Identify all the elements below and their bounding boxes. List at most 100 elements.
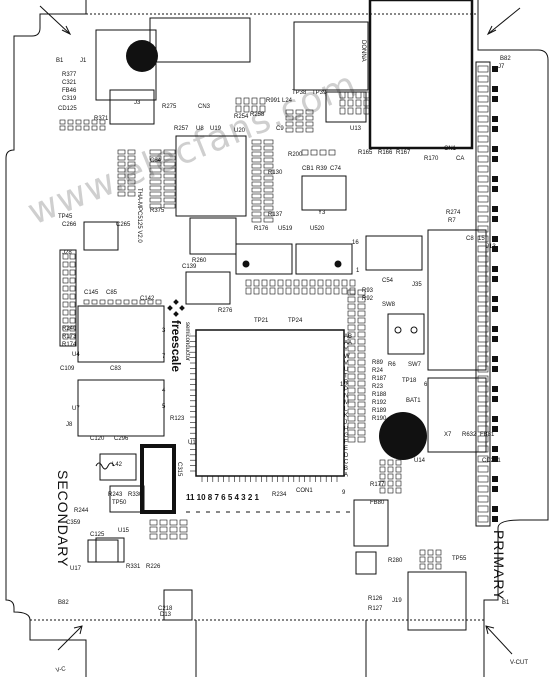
passive-pad — [347, 345, 356, 352]
passive-pad — [149, 519, 158, 526]
hdr-pin-16: 16 — [352, 240, 359, 246]
cpu-ball-letter: D — [344, 453, 349, 459]
cpu-ball-letter: R — [344, 380, 349, 386]
passive-pad — [149, 533, 158, 540]
label-d13: D13 — [160, 612, 172, 618]
label-c54: C54 — [382, 278, 394, 284]
j7-pad — [492, 126, 498, 132]
passive-pad — [159, 519, 168, 526]
passive-pad — [339, 91, 346, 99]
j7-pin — [477, 245, 489, 253]
inner-bottom-frame — [195, 620, 367, 677]
label-c9: C9 — [276, 126, 284, 132]
passive-pad — [149, 191, 162, 197]
j7-pin — [477, 375, 489, 383]
label-r258: R258 — [250, 112, 265, 118]
j7-pin — [477, 365, 489, 373]
passive-pad — [347, 317, 356, 324]
passive-pad — [379, 480, 386, 487]
label-j13: J13 — [486, 244, 496, 250]
hdr-pin-15: 15 — [478, 236, 485, 242]
j7-pad — [492, 516, 498, 522]
j7-pad — [492, 86, 498, 92]
passive-pad — [285, 279, 292, 287]
passive-pad — [295, 121, 304, 127]
j7-pin — [477, 65, 489, 73]
passive-pad — [347, 289, 356, 296]
j28-pin — [69, 277, 76, 284]
label-r127: R127 — [368, 606, 383, 612]
passive-pad — [99, 119, 106, 125]
passive-pad — [357, 289, 366, 296]
label-c319: C319 — [62, 96, 77, 102]
label-r187: R187 — [372, 376, 387, 382]
j7-pad — [492, 236, 498, 242]
label-c139: C139 — [182, 264, 197, 270]
passive-pad — [253, 287, 260, 295]
passive-pad — [149, 197, 162, 203]
j7-pin — [477, 115, 489, 123]
passive-pad — [179, 526, 188, 533]
j7-pin — [477, 225, 489, 233]
label-board-rev: THA-MPC5125 V2.0 — [136, 188, 142, 243]
passive-pad — [263, 175, 274, 181]
j7-pin — [477, 485, 489, 493]
j7-pad — [492, 366, 498, 372]
label-cn1: CN1 — [444, 146, 457, 152]
passive-pad — [99, 125, 106, 131]
passive-pad — [333, 287, 340, 295]
passive-pad — [251, 175, 262, 181]
j7-pad — [492, 446, 498, 452]
passive-pad — [159, 526, 168, 533]
label-r331: R331 — [126, 564, 141, 570]
label-c321: C321 — [62, 80, 77, 86]
passive-pad — [261, 279, 268, 287]
j7-pin — [477, 495, 489, 503]
passive-pad — [127, 179, 136, 185]
j7-pin — [477, 155, 489, 163]
label-j1: J1 — [80, 58, 87, 64]
j7-pad — [492, 456, 498, 462]
passive-pad — [357, 436, 366, 443]
cpu-ball-letter: B — [344, 466, 348, 472]
passive-pad — [347, 91, 354, 99]
pin-10: 10 — [340, 382, 347, 388]
label-cd291: CD291 — [482, 458, 501, 464]
passive-pad — [159, 533, 168, 540]
cpu-ball-letter: AA — [344, 341, 352, 347]
label-c218: C218 — [158, 606, 173, 612]
j7-pin — [477, 135, 489, 143]
label-fb81: FB81 — [480, 432, 495, 438]
passive-pad — [339, 107, 346, 115]
j7-pin — [477, 465, 489, 473]
passive-pad — [427, 549, 434, 556]
label-r234: R234 — [272, 492, 287, 498]
passive-pad — [435, 549, 442, 556]
label-u7: U7 — [72, 406, 80, 412]
passive-pad — [117, 185, 126, 191]
passive-pad — [379, 473, 386, 480]
cpu-ball-letter: G — [344, 433, 349, 439]
label-c85: C85 — [106, 290, 118, 296]
passive-pad — [263, 199, 274, 205]
passive-pad — [251, 105, 258, 113]
passive-pad — [235, 97, 242, 105]
passive-pad — [347, 331, 356, 338]
label-r190: R190 — [372, 416, 387, 422]
cpu-ball-letter: T — [344, 374, 348, 380]
j7-pin — [477, 95, 489, 103]
passive-pad — [251, 205, 262, 211]
brand-name: freescale — [169, 320, 183, 372]
label-c8: C8 — [466, 236, 474, 242]
j7-pad — [492, 116, 498, 122]
passive-pad — [363, 91, 370, 99]
passive-pad — [83, 119, 90, 125]
label-r39: R39 — [316, 166, 328, 172]
label-j28: J28 — [62, 250, 72, 256]
passive-pad — [357, 380, 366, 387]
passive-pad — [339, 99, 346, 107]
passive-pad — [395, 473, 402, 480]
cpu-ball-letter: U — [344, 367, 348, 373]
passive-pad — [317, 279, 324, 287]
